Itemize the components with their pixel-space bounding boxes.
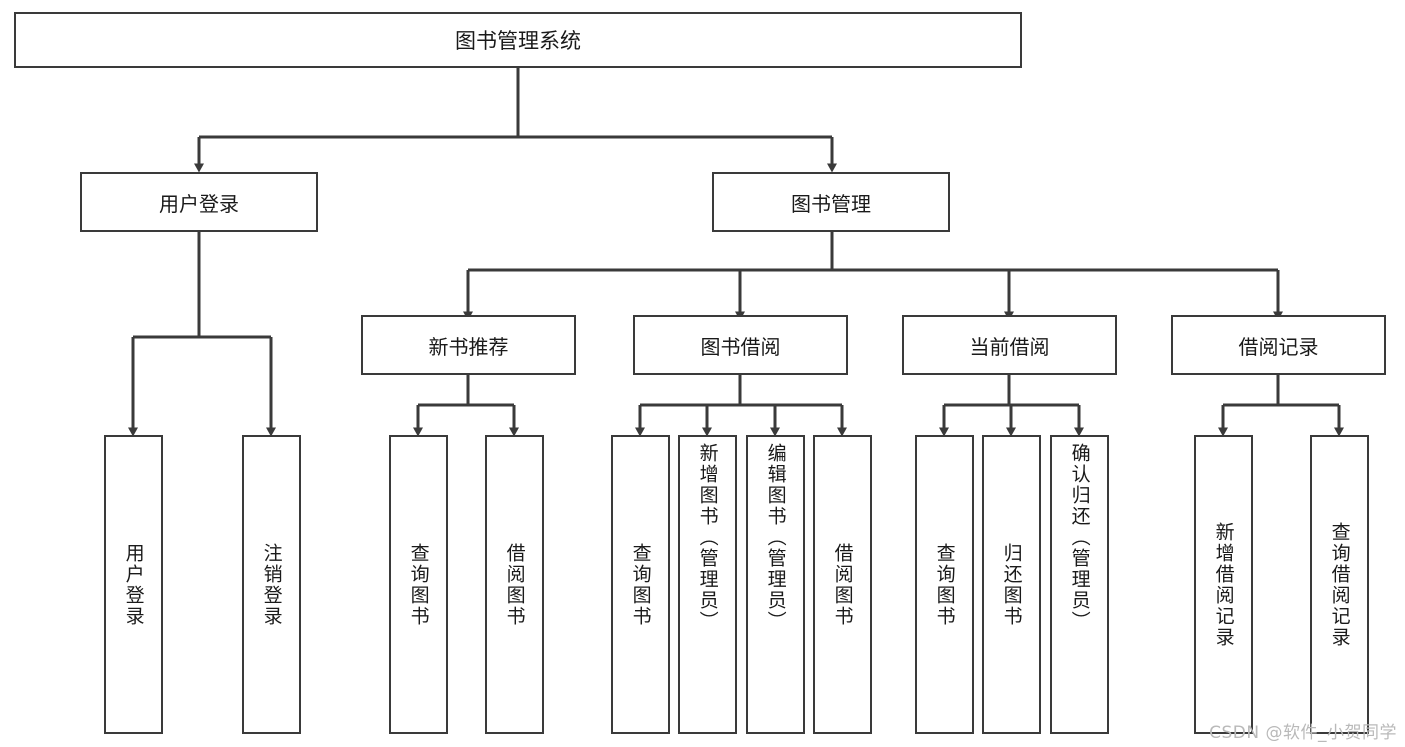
csdn-watermark: CSDN @软件_小贺同学 xyxy=(1209,723,1397,743)
node-leaf-book-borrow-1-label: 查询图书 xyxy=(629,542,652,627)
node-leaf-user-login-2[interactable]: 注销登录 xyxy=(242,435,301,734)
node-new-book-recommend[interactable]: 新书推荐 xyxy=(361,315,576,375)
node-leaf-borrow-record-1-label: 新增借阅记录 xyxy=(1212,521,1235,648)
node-root[interactable]: 图书管理系统 xyxy=(14,12,1022,68)
node-leaf-book-borrow-4[interactable]: 借阅图书 xyxy=(813,435,872,734)
node-leaf-new-book-recommend-2-label: 借阅图书 xyxy=(503,542,526,627)
node-leaf-book-borrow-2[interactable]: 新增图书（管理员） xyxy=(678,435,737,734)
node-leaf-user-login-2-label: 注销登录 xyxy=(260,542,283,627)
node-current-borrow-label: 当前借阅 xyxy=(969,334,1050,359)
node-leaf-book-borrow-2-label: 新增图书（管理员） xyxy=(696,443,719,632)
node-leaf-new-book-recommend-2[interactable]: 借阅图书 xyxy=(485,435,544,734)
node-book-borrow[interactable]: 图书借阅 xyxy=(633,315,848,375)
node-leaf-borrow-record-2[interactable]: 查询借阅记录 xyxy=(1310,435,1369,734)
node-borrow-record-label: 借阅记录 xyxy=(1238,334,1319,359)
node-leaf-user-login-1-label: 用户登录 xyxy=(122,542,145,627)
node-user-login[interactable]: 用户登录 xyxy=(80,172,318,232)
node-leaf-current-borrow-3[interactable]: 确认归还（管理员） xyxy=(1050,435,1109,734)
node-leaf-borrow-record-2-label: 查询借阅记录 xyxy=(1328,521,1351,648)
node-borrow-record[interactable]: 借阅记录 xyxy=(1171,315,1386,375)
node-leaf-current-borrow-1[interactable]: 查询图书 xyxy=(915,435,974,734)
node-leaf-borrow-record-1[interactable]: 新增借阅记录 xyxy=(1194,435,1253,734)
node-leaf-current-borrow-2[interactable]: 归还图书 xyxy=(982,435,1041,734)
node-book-borrow-label: 图书借阅 xyxy=(700,334,781,359)
node-leaf-current-borrow-2-label: 归还图书 xyxy=(1000,542,1023,627)
node-leaf-new-book-recommend-1-label: 查询图书 xyxy=(407,542,430,627)
node-book-manage[interactable]: 图书管理 xyxy=(712,172,950,232)
node-root-label: 图书管理系统 xyxy=(455,29,581,53)
node-new-book-recommend-label: 新书推荐 xyxy=(428,334,509,359)
node-leaf-current-borrow-3-label: 确认归还（管理员） xyxy=(1068,443,1091,632)
node-user-login-label: 用户登录 xyxy=(159,191,239,216)
node-book-manage-label: 图书管理 xyxy=(791,191,871,216)
node-leaf-new-book-recommend-1[interactable]: 查询图书 xyxy=(389,435,448,734)
node-leaf-book-borrow-4-label: 借阅图书 xyxy=(831,542,854,627)
node-leaf-book-borrow-3[interactable]: 编辑图书（管理员） xyxy=(746,435,805,734)
node-leaf-book-borrow-3-label: 编辑图书（管理员） xyxy=(764,443,787,632)
node-leaf-user-login-1[interactable]: 用户登录 xyxy=(104,435,163,734)
node-current-borrow[interactable]: 当前借阅 xyxy=(902,315,1117,375)
node-leaf-current-borrow-1-label: 查询图书 xyxy=(933,542,956,627)
node-leaf-book-borrow-1[interactable]: 查询图书 xyxy=(611,435,670,734)
